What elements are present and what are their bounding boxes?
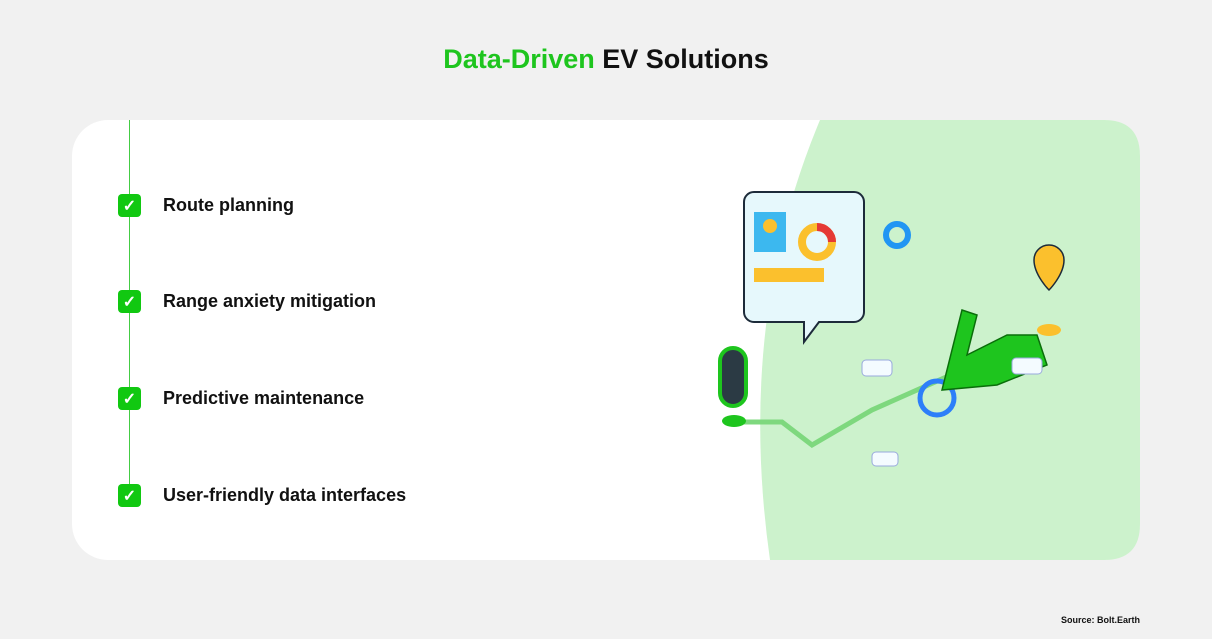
block: [871, 451, 899, 467]
item-label: Route planning: [163, 195, 294, 215]
title-rest: EV Solutions: [602, 44, 769, 74]
list-item: ✓ User-friendly data interfaces: [118, 484, 406, 507]
charger-icon: [718, 346, 748, 408]
block: [861, 359, 893, 377]
scooter-front-wheel: [917, 378, 957, 418]
bar-icon: [754, 268, 824, 282]
list-item: ✓ Range anxiety mitigation: [118, 290, 376, 313]
donut-segment: [816, 223, 836, 243]
item-label: User-friendly data interfaces: [163, 485, 407, 505]
user-avatar-icon: [763, 219, 777, 233]
item-label: Range anxiety mitigation: [163, 291, 377, 311]
list-item: ✓ Route planning: [118, 194, 294, 217]
check-icon: ✓: [118, 484, 141, 507]
check-icon: ✓: [118, 194, 141, 217]
source-note: Source: Bolt.Earth: [1060, 615, 1140, 625]
page-title: Data-Driven EV Solutions: [0, 44, 1212, 75]
pin-base: [1037, 324, 1061, 336]
title-highlight: Data-Driven: [443, 44, 595, 74]
check-icon: ✓: [118, 290, 141, 313]
check-icon: ✓: [118, 387, 141, 410]
item-label: Predictive maintenance: [163, 388, 365, 408]
block: [1011, 357, 1043, 375]
gear-icon: [883, 221, 911, 249]
scooter-body: [941, 309, 1048, 391]
list-item: ✓ Predictive maintenance: [118, 387, 364, 410]
ev-scooter-illustration: [718, 191, 1065, 467]
charger-base: [722, 415, 746, 427]
location-pin-icon: [1033, 244, 1065, 292]
content-card: ✓ Route planning ✓ Range anxiety mitigatio…: [72, 120, 1140, 560]
